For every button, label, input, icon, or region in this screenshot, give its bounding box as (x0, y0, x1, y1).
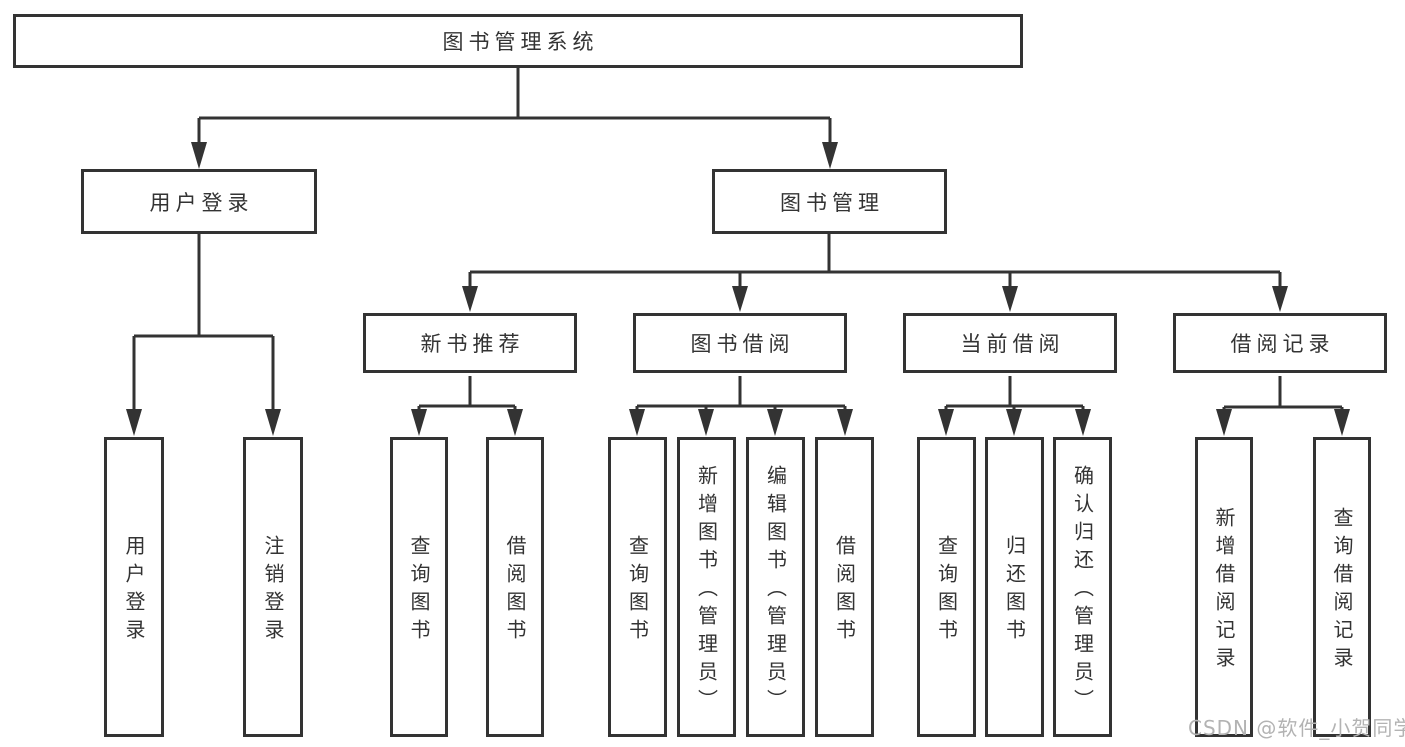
leaf-return-book: 归还图书 (985, 437, 1044, 737)
leaf-logout: 注销登录 (243, 437, 303, 737)
watermark-text: CSDN @软件_小贺同学 (1188, 716, 1405, 740)
node-book-borrowing: 图书借阅 (633, 313, 847, 373)
node-new-book-recommend: 新书推荐 (363, 313, 577, 373)
node-current-borrowing: 当前借阅 (903, 313, 1117, 373)
leaf-borrow-books-borrowing: 借阅图书 (815, 437, 874, 737)
node-book-management-branch: 图书管理 (712, 169, 947, 234)
leaf-add-book-admin: 新增图书（管理员） (677, 437, 736, 737)
node-user-login-branch: 用户登录 (81, 169, 317, 234)
leaf-query-books-current: 查询图书 (917, 437, 976, 737)
leaf-query-books-recommend: 查询图书 (390, 437, 448, 737)
leaf-query-books-borrowing: 查询图书 (608, 437, 667, 737)
leaf-borrow-books-recommend: 借阅图书 (486, 437, 544, 737)
leaf-user-login: 用户登录 (104, 437, 164, 737)
node-root-system: 图书管理系统 (13, 14, 1023, 68)
node-borrowing-records: 借阅记录 (1173, 313, 1387, 373)
arrowhead-icons (126, 142, 1350, 436)
leaf-query-borrow-record: 查询借阅记录 (1313, 437, 1371, 737)
leaf-edit-book-admin: 编辑图书（管理员） (746, 437, 805, 737)
leaf-add-borrow-record: 新增借阅记录 (1195, 437, 1253, 737)
leaf-confirm-return-admin: 确认归还（管理员） (1053, 437, 1112, 737)
